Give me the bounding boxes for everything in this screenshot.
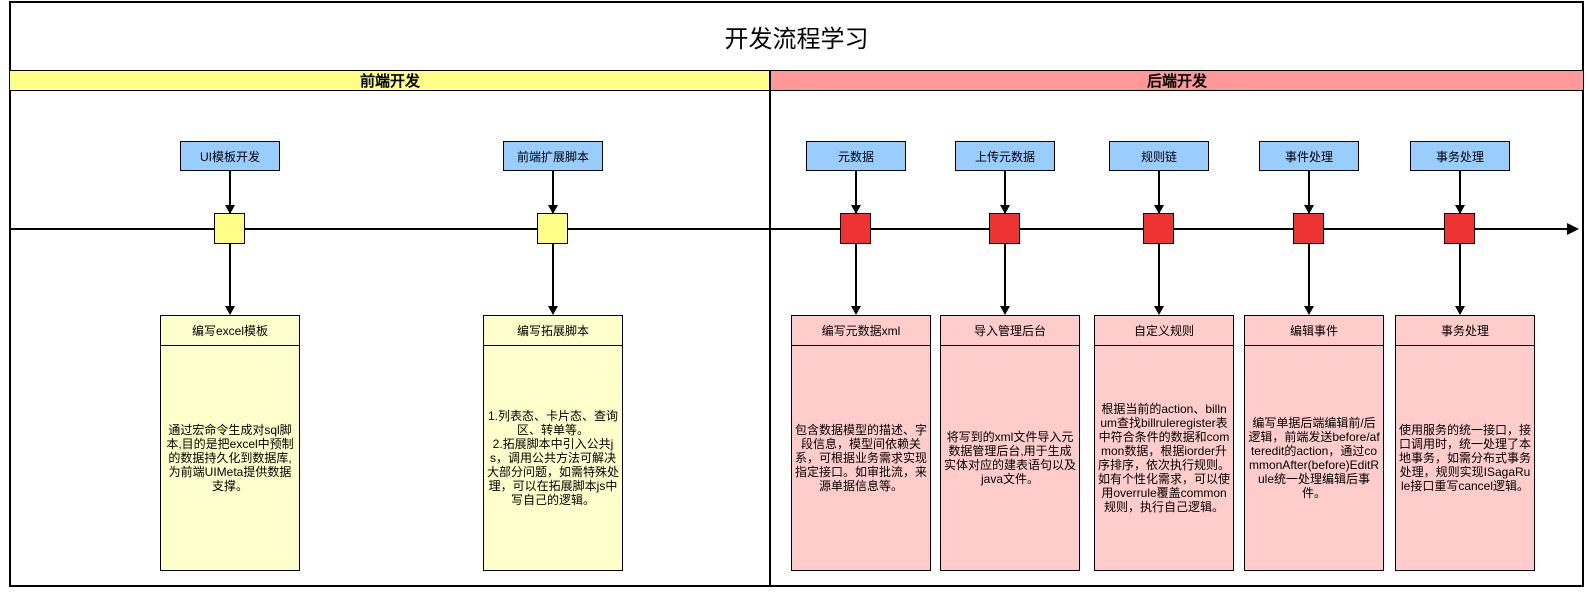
phase-box-frontend-script: 前端扩展脚本 [503, 141, 603, 171]
step-card-transaction: 事务处理 使用服务的统一接口，接口调用时，统一处理了本地事务，如需分布式事务处理… [1395, 315, 1535, 571]
connector [552, 244, 554, 306]
diagram-title: 开发流程学习 [724, 25, 869, 53]
connector [552, 171, 554, 213]
arrowhead [851, 306, 861, 315]
connector [229, 244, 231, 306]
timeline-marker [1444, 213, 1475, 244]
lane-header-back: 后端开发 [770, 70, 1584, 91]
arrowhead [225, 306, 235, 315]
step-card-extension-script: 编写拓展脚本 1.列表态、卡片态、查询区、转单等。 2.拓展脚本中引入公共js，… [483, 315, 623, 571]
step-card-excel-template: 编写excel模板 通过宏命令生成对sql脚本,目的是把excel中预制的数据持… [160, 315, 300, 571]
connector [229, 171, 231, 213]
card-body: 包含数据模型的描述、字段信息，模型间依赖关系，可根据业务需求实现指定接口。如审批… [795, 423, 928, 493]
arrowhead [1304, 306, 1314, 315]
step-card-custom-rule: 自定义规则 根据当前的action、billnum查找billruleregis… [1094, 315, 1234, 571]
lane-header-front: 前端开发 [9, 70, 771, 91]
arrowhead [1455, 205, 1465, 214]
timeline-arrowhead [1567, 223, 1579, 235]
arrowhead [548, 306, 558, 315]
arrowhead [1000, 306, 1010, 315]
phase-box-ui-template: UI模板开发 [180, 141, 280, 171]
card-body: 1.列表态、卡片态、查询区、转单等。 2.拓展脚本中引入公共js，调用公共方法可… [487, 409, 620, 507]
timeline-marker [989, 213, 1020, 244]
timeline-marker [1143, 213, 1174, 244]
timeline-marker [840, 213, 871, 244]
card-title: 编写元数据xml [792, 316, 930, 346]
phase-box-rule-chain: 规则链 [1109, 141, 1209, 171]
arrowhead [1304, 205, 1314, 214]
phase-box-transaction: 事务处理 [1410, 141, 1510, 171]
timeline-marker [1293, 213, 1324, 244]
arrowhead [225, 205, 235, 214]
phase-box-metadata: 元数据 [806, 141, 906, 171]
diagram-frame [9, 1, 1584, 587]
connector [855, 171, 857, 213]
connector [1308, 244, 1310, 306]
connector [1004, 244, 1006, 306]
card-title: 自定义规则 [1095, 316, 1233, 346]
arrowhead [548, 205, 558, 214]
connector [855, 244, 857, 306]
card-body: 将写到的xml文件导入元数据管理后台,用于生成实体对应的建表语句以及java文件… [944, 430, 1077, 486]
card-title: 导入管理后台 [941, 316, 1079, 346]
arrowhead [851, 205, 861, 214]
card-title: 事务处理 [1396, 316, 1534, 346]
card-body: 使用服务的统一接口，接口调用时，统一处理了本地事务，如需分布式事务处理，规则实现… [1399, 423, 1532, 493]
card-body: 根据当前的action、billnum查找billruleregister表中符… [1098, 402, 1231, 514]
step-card-edit-event: 编辑事件 编写单据后端编辑前/后逻辑，前端发送before/afteredit的… [1244, 315, 1384, 571]
card-body: 编写单据后端编辑前/后逻辑，前端发送before/afteredit的actio… [1248, 416, 1380, 500]
connector [1158, 171, 1160, 213]
lane-divider [769, 70, 771, 587]
card-body: 通过宏命令生成对sql脚本,目的是把excel中预制的数据持久化到数据库,为前端… [166, 423, 294, 493]
step-card-import-admin: 导入管理后台 将写到的xml文件导入元数据管理后台,用于生成实体对应的建表语句以… [940, 315, 1080, 571]
timeline-marker [214, 213, 245, 244]
arrowhead [1455, 306, 1465, 315]
card-title: 编写excel模板 [161, 316, 299, 346]
timeline-line [9, 228, 1569, 230]
connector [1158, 244, 1160, 306]
arrowhead [1000, 205, 1010, 214]
timeline-marker [537, 213, 568, 244]
phase-box-event-handling: 事件处理 [1259, 141, 1359, 171]
connector [1459, 244, 1461, 306]
step-card-metadata-xml: 编写元数据xml 包含数据模型的描述、字段信息，模型间依赖关系，可根据业务需求实… [791, 315, 931, 571]
connector [1459, 171, 1461, 213]
card-title: 编写拓展脚本 [484, 316, 622, 346]
card-title: 编辑事件 [1245, 316, 1383, 346]
phase-box-upload-metadata: 上传元数据 [955, 141, 1055, 171]
connector [1004, 171, 1006, 213]
arrowhead [1154, 306, 1164, 315]
arrowhead [1154, 205, 1164, 214]
connector [1308, 171, 1310, 213]
